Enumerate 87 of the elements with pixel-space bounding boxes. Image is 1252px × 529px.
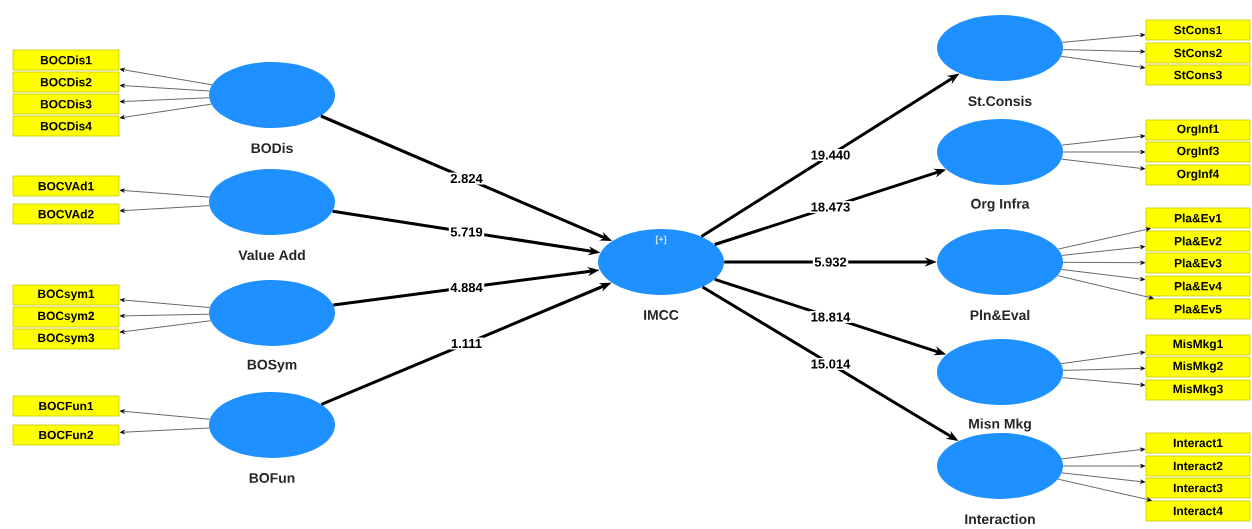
arrow [119, 188, 210, 198]
arrow [1057, 227, 1151, 250]
arrow [1062, 463, 1146, 469]
indicator-box: OrgInf3 [1145, 141, 1251, 163]
edge-label: 5.932 [812, 255, 849, 269]
indicator-box: BOCDis2 [12, 71, 120, 93]
arrow [1062, 260, 1146, 265]
indicator-box: BOCFun1 [12, 395, 120, 417]
indicator-box: BOCVAd2 [12, 203, 120, 225]
arrow [1061, 33, 1146, 43]
indicator-box: Pla&Ev3 [1145, 252, 1251, 274]
arrow [119, 97, 210, 104]
edge-label: 15.014 [809, 357, 852, 371]
indicator-box: Pla&Ev2 [1145, 230, 1251, 252]
indicator-box: BOCsym3 [12, 328, 120, 350]
arrow [1061, 472, 1146, 484]
arrow [119, 313, 210, 318]
indicator-box: OrgInf1 [1145, 119, 1251, 141]
indicator-box: Interact1 [1145, 432, 1251, 454]
indicator-box: BOCFun2 [12, 424, 120, 446]
indicator-box: BOCDis3 [12, 93, 120, 115]
node-label: Pln&Eval [970, 309, 1030, 321]
edge-label: 18.814 [809, 310, 852, 324]
latent-variable: [+] IMCC [598, 229, 724, 320]
arrow [119, 298, 210, 308]
arrow [1062, 366, 1146, 371]
node-label: Misn Mkg [969, 418, 1031, 432]
node-label: BOFun [249, 473, 295, 483]
indicator-box: Pla&Ev1 [1145, 207, 1251, 229]
arrow [119, 67, 213, 86]
arrow [119, 83, 210, 92]
arrow [1061, 245, 1146, 256]
indicator-box: BOCDis1 [12, 49, 120, 71]
indicator-box: StCons1 [1145, 19, 1251, 41]
arrow [119, 427, 210, 435]
edge-label: 19.440 [809, 148, 852, 162]
latent-variable: St.Consis [937, 15, 1063, 107]
arrow [1057, 478, 1152, 502]
node-label: BODis [251, 142, 293, 154]
node-label: Interaction [965, 513, 1035, 525]
arrow [1060, 350, 1146, 364]
latent-variable: BODis [209, 62, 335, 154]
indicator-box: BOCsym2 [12, 306, 120, 328]
indicator-box: MisMkg3 [1145, 379, 1251, 401]
indicator-box: MisMkg2 [1145, 356, 1251, 378]
indicator-box: Interact4 [1145, 500, 1251, 522]
indicator-box: OrgInf4 [1145, 164, 1251, 186]
edge-label: 18.473 [809, 200, 852, 214]
indicator-box: Interact2 [1145, 455, 1251, 477]
arrow [1061, 377, 1146, 387]
arrow [1057, 275, 1154, 300]
arrow [119, 103, 212, 120]
arrow [119, 320, 211, 334]
node-label: Value Add [238, 249, 305, 261]
indicator-box: BOCDis4 [12, 115, 120, 137]
indicator-box: StCons3 [1145, 64, 1251, 86]
arrow [1061, 158, 1146, 171]
arrow [1061, 134, 1146, 146]
arrow [119, 205, 210, 213]
latent-variable: Org Infra [937, 119, 1063, 212]
edge-label: 1.111 [449, 337, 484, 350]
arrow [119, 409, 211, 420]
latent-variable: Misn Mkg [937, 339, 1063, 432]
arrow [1061, 269, 1146, 282]
node-label: Org Infra [971, 198, 1030, 212]
edge-label: 4.884 [448, 281, 485, 294]
node-label: BOSym [247, 359, 297, 373]
latent-variable: BOSym [209, 280, 335, 373]
indicator-box: BOCsym1 [12, 284, 120, 306]
node-label: St.Consis [968, 95, 1032, 107]
latent-variable: BOFun [209, 392, 335, 483]
arrow [1061, 447, 1146, 460]
indicator-box: MisMkg1 [1145, 334, 1251, 356]
latent-variable: Value Add [209, 169, 335, 261]
latent-variable: Pln&Eval [937, 229, 1063, 321]
arrow [1062, 149, 1146, 155]
edge-label: 5.719 [448, 225, 485, 239]
node-label: IMCC [644, 310, 679, 320]
edge-label: 2.824 [448, 172, 485, 185]
indicator-box: Pla&Ev4 [1145, 275, 1251, 297]
arrow [1060, 56, 1146, 70]
indicator-box: BOCVAd1 [12, 175, 120, 197]
indicator-box: Pla&Ev5 [1145, 298, 1251, 320]
arrow [1062, 49, 1146, 54]
latent-variable: Interaction [937, 433, 1063, 525]
indicator-box: Interact3 [1145, 477, 1251, 499]
indicator-box: StCons2 [1145, 42, 1251, 64]
